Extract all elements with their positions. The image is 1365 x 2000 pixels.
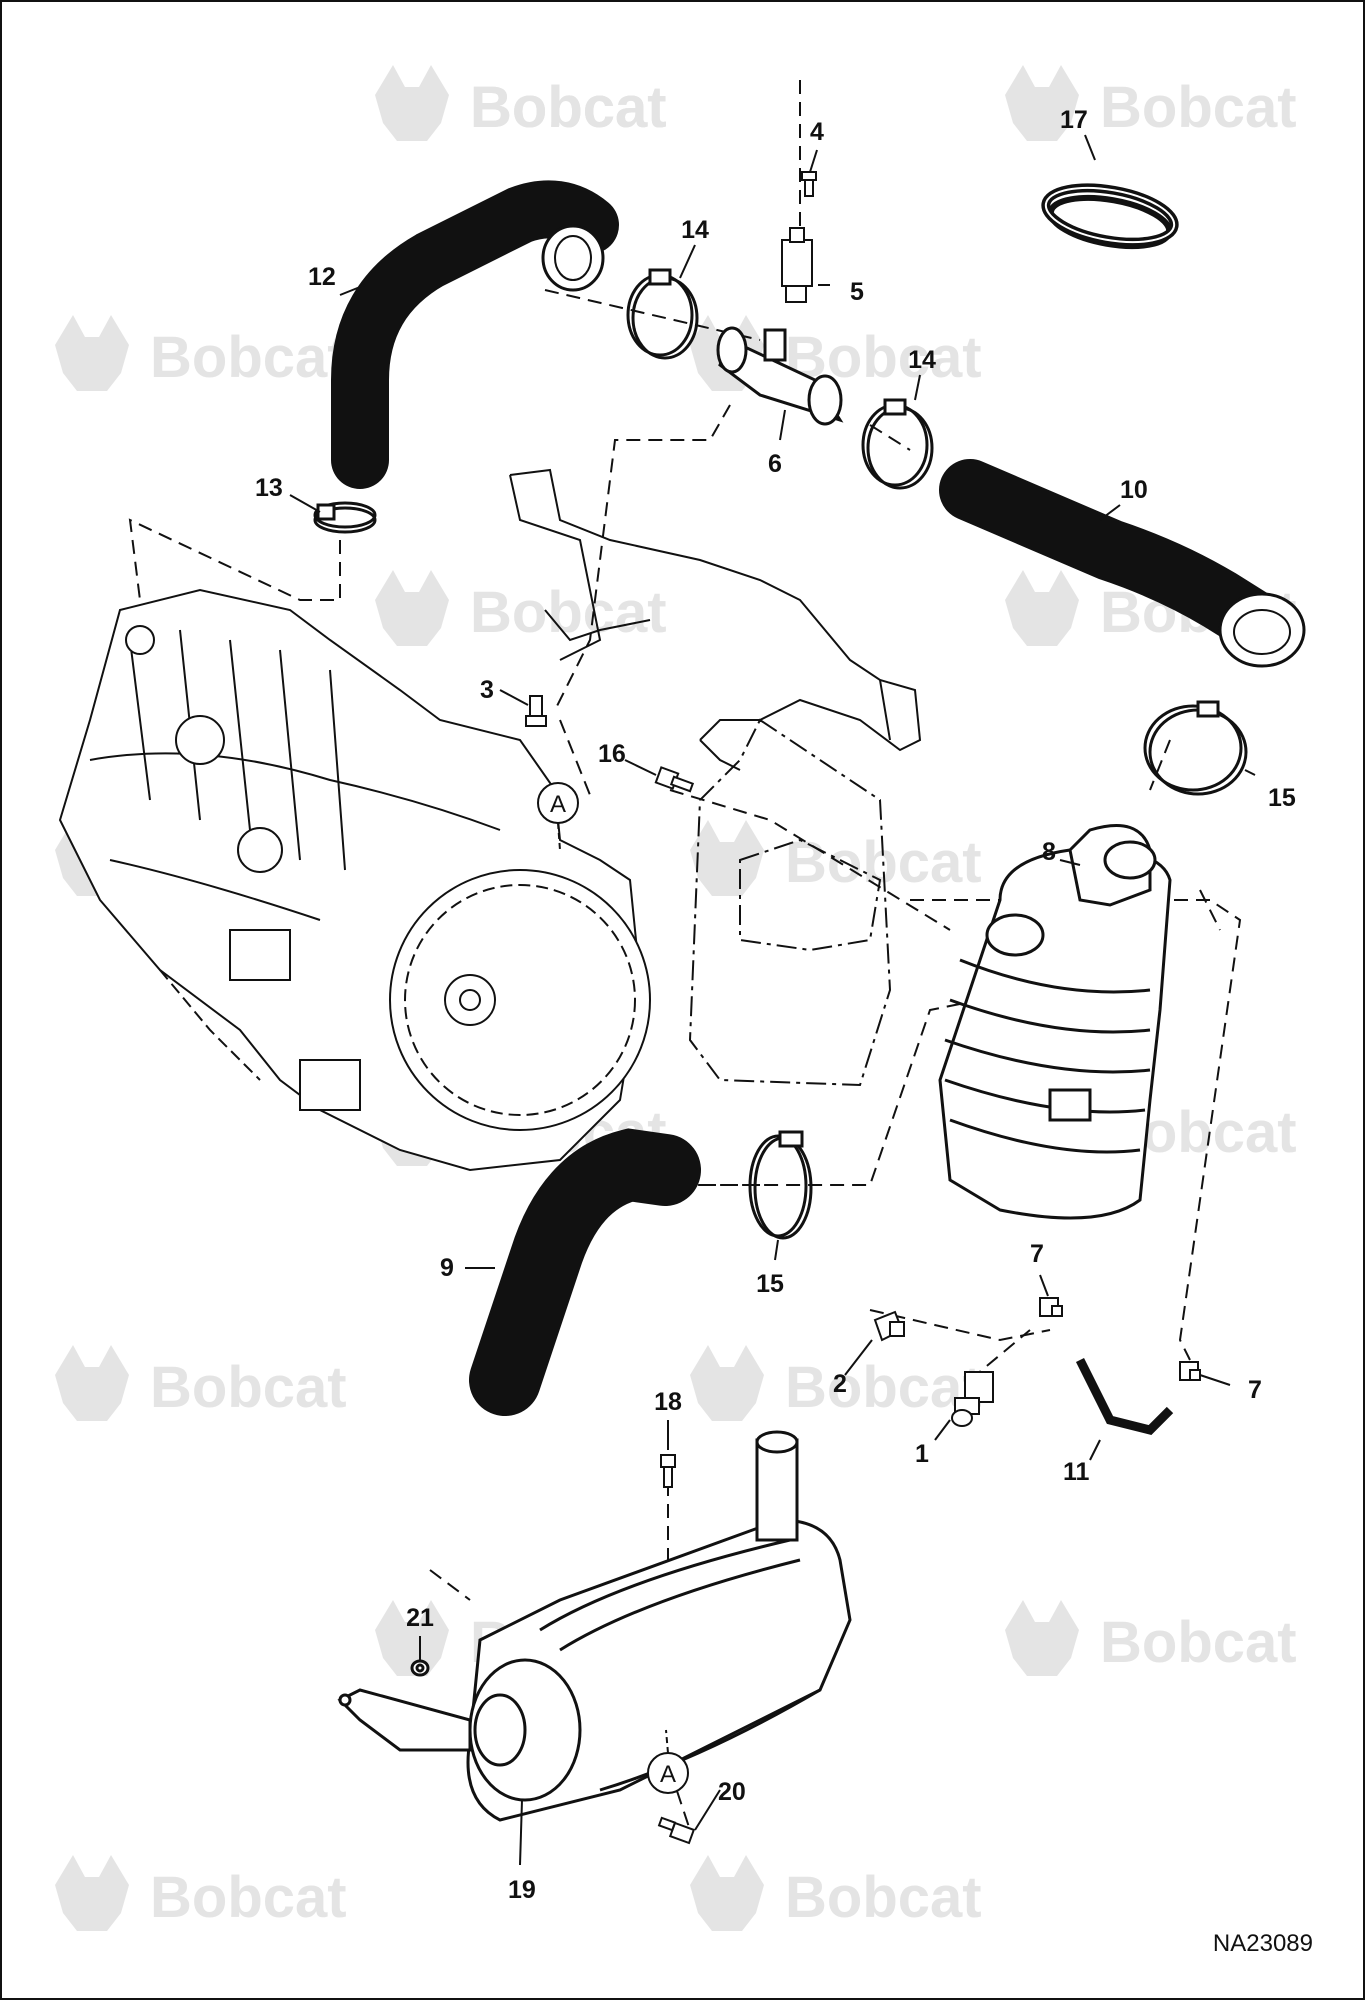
watermark-text: Bobcat [150,1865,347,1930]
svg-text:A: A [660,1761,676,1788]
watermark-text: Bobcat [1100,75,1297,140]
connection-marker-a-engine: A [537,782,579,851]
callout-19: 19 [508,1876,536,1904]
watermark-text: Bobcat [150,1355,347,1420]
callout-7-lower: 7 [1248,1376,1262,1404]
bolt-part-18 [660,1454,676,1488]
callout-3: 3 [480,676,494,704]
callout-16: 16 [598,740,626,768]
callout-1: 1 [915,1440,929,1468]
bracket-plate-dashdot [688,718,892,1087]
callout-18: 18 [654,1388,682,1416]
callout-2: 2 [833,1370,847,1398]
air-filter-part-8 [938,824,1172,1220]
callout-17: 17 [1060,106,1088,134]
callout-12: 12 [308,263,336,291]
callout-9: 9 [440,1254,454,1282]
clamp-part-13 [313,501,377,534]
clamp-part-15-lower [748,1130,813,1240]
watermark-text: Bobcat [470,580,667,645]
callout-14-right: 14 [908,346,936,374]
callout-11: 11 [1063,1458,1090,1486]
watermark-text: Bobcat [150,325,347,390]
hose-part-12 [331,180,619,489]
plug-part-2 [873,1310,905,1342]
callout-7-upper: 7 [1030,1240,1044,1268]
mounting-bracket [509,468,922,771]
sensor-tube-part-6 [716,326,844,426]
svg-text:A: A [550,791,566,818]
callout-15-upper: 15 [1268,784,1296,812]
leader-lines [289,134,1256,1866]
callout-labels: 4 5 14 14 6 12 13 3 16 10 8 15 9 15 7 7 … [255,106,1296,1904]
callout-5: 5 [850,278,864,306]
watermark-text: Bobcat [785,1865,982,1930]
watermark-text: Bobcat [785,1355,982,1420]
washer-part-21 [410,1659,430,1677]
callout-20: 20 [718,1778,746,1806]
callout-13: 13 [255,474,283,502]
watermark-text: Bobcat [1100,1610,1297,1675]
hose-part-10 [939,459,1306,668]
callout-15-lower: 15 [756,1270,784,1298]
muffler-part-19 [337,1430,852,1822]
callout-21: 21 [406,1604,434,1632]
watermark-text: Bobcat [470,75,667,140]
bolt-part-16 [654,766,695,793]
fitting-part-7-upper [1039,1297,1063,1317]
sensor-part-5 [781,227,813,303]
clamp-part-14-right [861,398,934,490]
callout-14-left: 14 [681,216,709,244]
callout-8: 8 [1042,838,1056,866]
fitting-part-7-lower [1179,1361,1201,1381]
connection-marker-a-muffler: A [647,1729,689,1794]
callout-6: 6 [768,450,782,478]
bolt-part-20 [657,1816,696,1845]
bolt-part-3 [525,695,547,727]
indicator-part-1 [951,1371,994,1427]
callout-10: 10 [1120,476,1148,504]
clamp-part-15-upper [1143,700,1248,796]
callout-4: 4 [810,118,824,146]
hose-part-9 [469,1128,701,1416]
clamp-part-14-left [626,268,699,360]
tube-part-11 [1075,1357,1174,1435]
figure-id: NA23089 [1212,1930,1313,1957]
engine-assembly [58,588,651,1172]
screw-part-4 [801,171,817,197]
